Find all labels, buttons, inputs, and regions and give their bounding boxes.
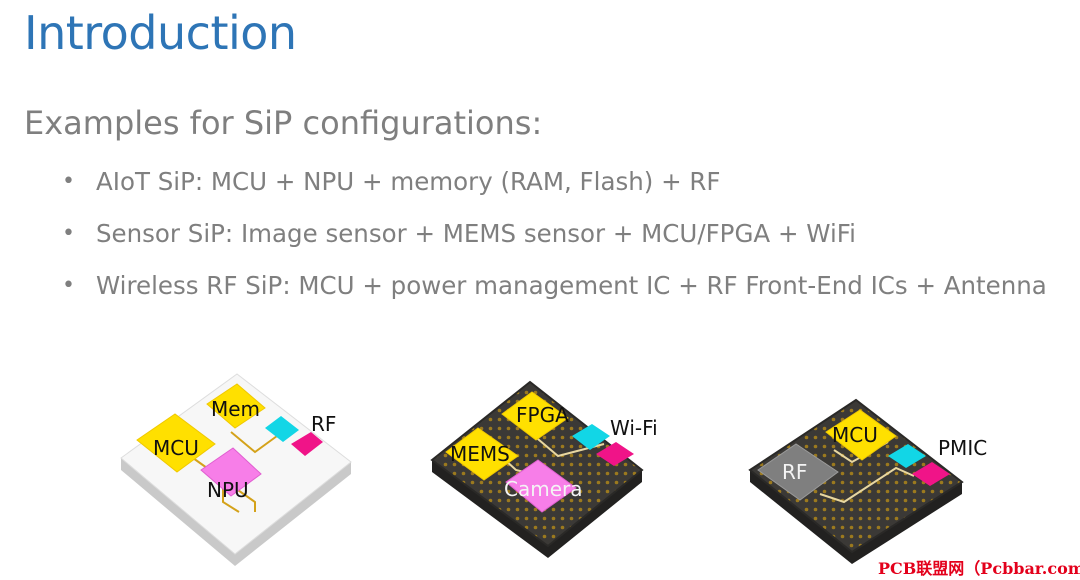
wireless-rf-chip: [757, 443, 839, 501]
wireless-rf-sip-diagram: MCU PMIC RF: [748, 398, 987, 564]
aiot-mcu-label: MCU: [153, 436, 199, 460]
bullet-dot: •: [62, 273, 75, 298]
bullet-text-sensor: Sensor SiP: Image sensor + MEMS sensor +…: [96, 219, 856, 248]
slide-subtitle: Examples for SiP configurations:: [24, 104, 543, 142]
sensor-fpga-label: FPGA: [516, 403, 569, 427]
sensor-fpga-chip: [501, 391, 569, 441]
sensor-wifi-ic: [596, 442, 634, 466]
wireless-pmic-ic: [912, 462, 950, 486]
bullet-text-wireless: Wireless RF SiP: MCU + power management …: [96, 271, 1047, 300]
sensor-sip-diagram: FPGA Wi-Fi MEMS Camera: [430, 380, 658, 558]
bullet-dot: •: [62, 221, 75, 246]
sensor-camera-chip: [505, 459, 577, 513]
aiot-mem-label: Mem: [211, 397, 260, 421]
bullet-item-wireless: • Wireless RF SiP: MCU + power managemen…: [62, 268, 1047, 320]
aiot-rf-ic: [291, 432, 323, 456]
watermark-text: PCB联盟网（Pcbbar.com）: [878, 559, 1080, 578]
sensor-wifi-label: Wi-Fi: [610, 416, 658, 440]
aiot-npu-chip: [200, 447, 262, 497]
aiot-sip-diagram: Mem RF MCU NPU: [120, 373, 352, 566]
bullet-list: • AIoT SiP: MCU + NPU + memory (RAM, Fla…: [62, 164, 1047, 320]
wireless-mcu-label: MCU: [832, 423, 878, 447]
slide-title: Introduction: [24, 6, 297, 60]
wireless-mcu-chip: [825, 409, 897, 461]
wireless-pmic-label: PMIC: [938, 436, 987, 460]
bullet-dot: •: [62, 169, 75, 194]
wireless-substrate: [748, 398, 964, 554]
sensor-camera-label: Camera: [504, 477, 583, 501]
wireless-substrate-edge: [750, 470, 962, 564]
sensor-mems-chip: [445, 427, 519, 481]
aiot-rf-chip: [265, 416, 299, 442]
aiot-trace: [230, 431, 278, 454]
wireless-pmic-chip: [888, 444, 926, 468]
aiot-mem-chip: [206, 383, 266, 429]
aiot-npu-label: NPU: [207, 478, 249, 502]
bullet-text-aiot: AIoT SiP: MCU + NPU + memory (RAM, Flash…: [96, 167, 721, 196]
wireless-trace: [819, 466, 915, 504]
aiot-rf-label: RF: [311, 412, 336, 436]
aiot-mcu-chip: [136, 413, 216, 473]
wireless-rf-label: RF: [782, 460, 807, 484]
bullet-item-aiot: • AIoT SiP: MCU + NPU + memory (RAM, Fla…: [62, 164, 1047, 216]
sensor-mems-label: MEMS: [450, 442, 510, 466]
bullet-item-sensor: • Sensor SiP: Image sensor + MEMS sensor…: [62, 216, 1047, 268]
sensor-wifi-chip: [572, 424, 610, 450]
